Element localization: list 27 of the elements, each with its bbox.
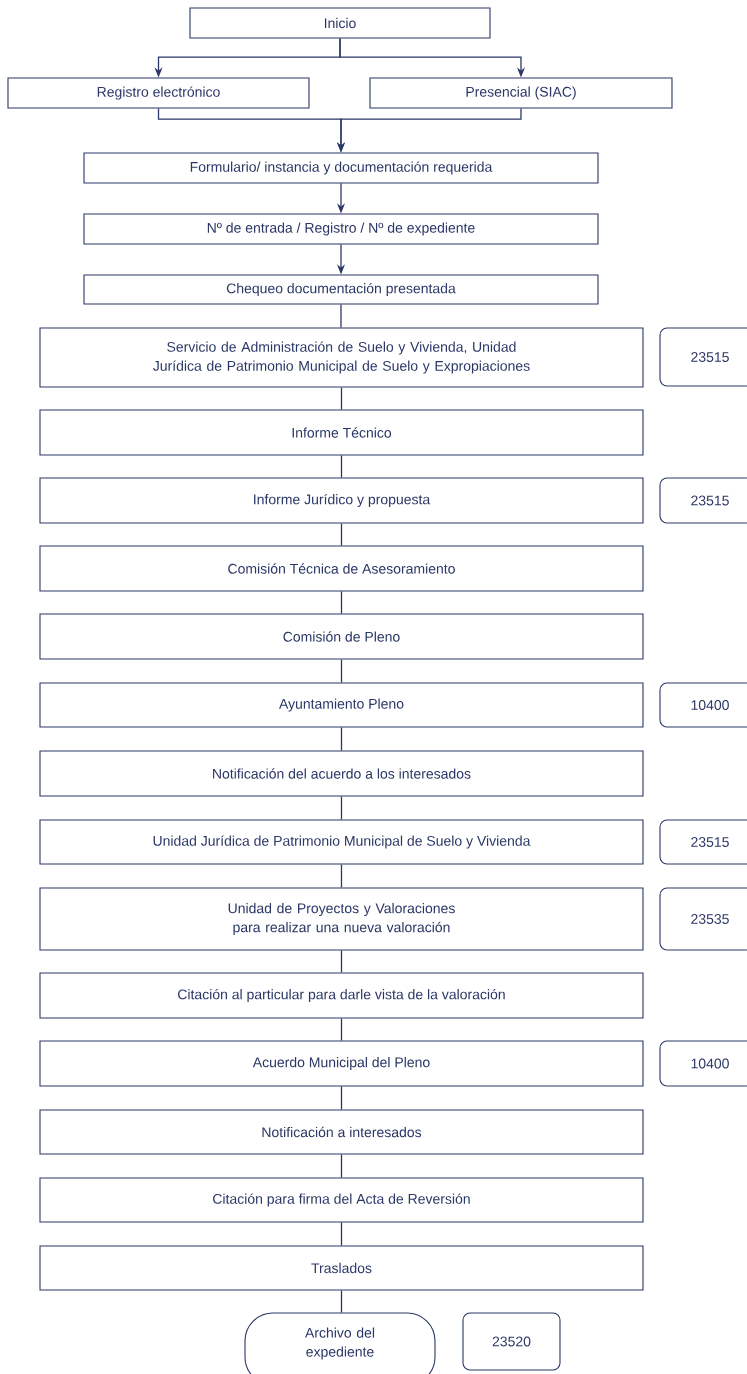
- process-box: Registro electrónico: [7, 77, 310, 109]
- code-box: 23535: [659, 887, 747, 951]
- code-box: 23515: [659, 327, 747, 387]
- process-box: Comisión Técnica de Asesoramiento: [39, 545, 644, 592]
- process-box: Servicio de Administración de Suelo y Vivienda, Unidad Jurídica de Patrimonio Municipal de Suelo y Expropiaciones: [39, 327, 644, 388]
- code-box: 23515: [659, 819, 747, 865]
- code-box: 23520: [462, 1312, 561, 1371]
- process-box: Ayuntamiento Pleno: [39, 682, 644, 728]
- process-box: Nº de entrada / Registro / Nº de expediente: [83, 213, 599, 245]
- process-box: Notificación a interesados: [39, 1109, 644, 1155]
- process-box: Citación al particular para darle vista de la valoración: [39, 972, 644, 1019]
- code-box: 23515: [659, 477, 747, 524]
- process-box: Chequeo documentación presentada: [83, 274, 599, 305]
- process-box: Inicio: [189, 7, 491, 39]
- code-box: 10400: [659, 682, 747, 728]
- process-box: Presencial (SIAC): [369, 77, 673, 109]
- process-box: Acuerdo Municipal del Pleno: [39, 1040, 644, 1087]
- process-box: Notificación del acuerdo a los interesados: [39, 750, 644, 797]
- process-box: Formulario/ instancia y documentación requerida: [83, 152, 599, 184]
- process-box: Informe Jurídico y propuesta: [39, 477, 644, 524]
- process-box: Comisión de Pleno: [39, 613, 644, 660]
- process-box: Unidad Jurídica de Patrimonio Municipal de Suelo y Vivienda: [39, 819, 644, 865]
- process-box: Informe Técnico: [39, 409, 644, 456]
- process-box: Unidad de Proyectos y Valoraciones para realizar una nueva valoración: [39, 887, 644, 951]
- code-box: 10400: [659, 1040, 747, 1087]
- process-box: Citación para firma del Acta de Reversión: [39, 1177, 644, 1223]
- process-box: Traslados: [39, 1245, 644, 1291]
